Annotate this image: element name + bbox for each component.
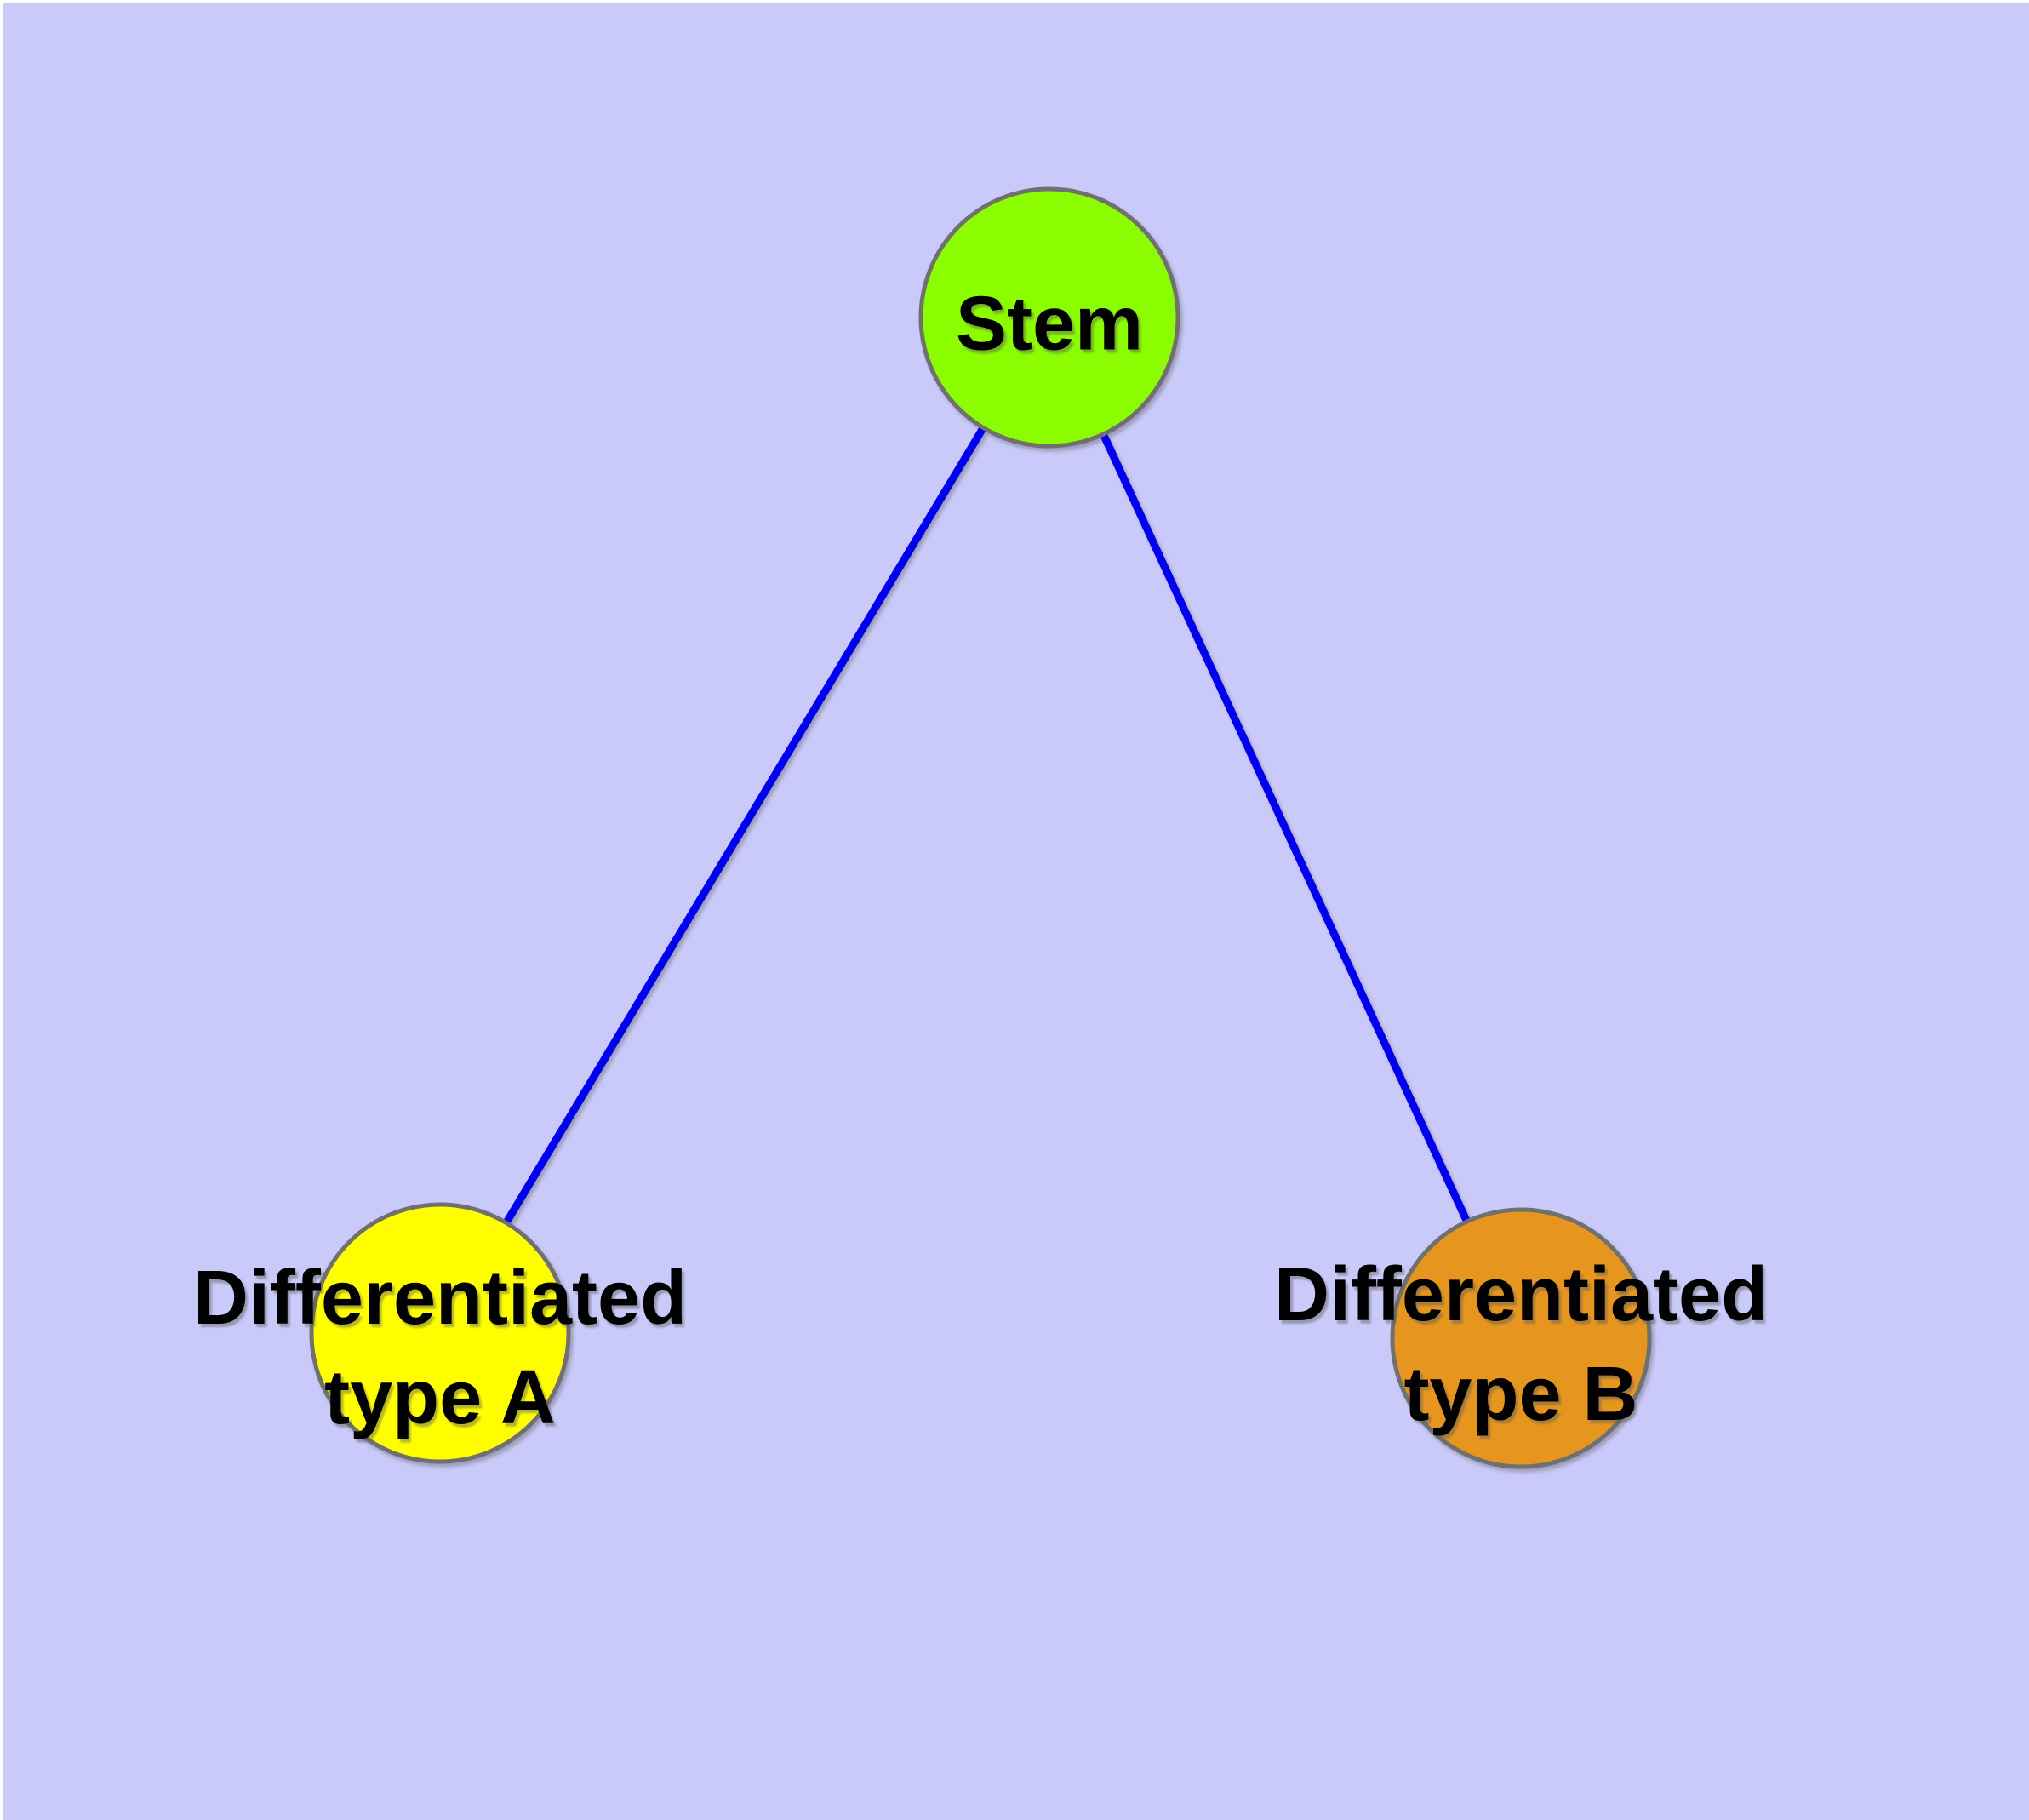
stem-node-label-line: Stem (955, 281, 1144, 367)
differentiated-type-a-label-line1: Differentiated (192, 1256, 688, 1341)
page-edge-highlight-left (0, 0, 3, 1820)
edge-stem-to-type-b (1045, 316, 1525, 1340)
differentiated-type-a-node-circle (309, 1202, 571, 1464)
differentiated-type-a-label-line2: type A (324, 1355, 556, 1440)
differentiated-type-b-node-label: Differentiated type B (1274, 1245, 1768, 1445)
differentiated-type-a-node-label: Differentiated type A (193, 1249, 687, 1448)
stem-node-circle (918, 186, 1180, 449)
edge-stem-to-type-a (437, 315, 1053, 1336)
stem-node-label: Stem (956, 275, 1143, 375)
differentiated-type-b-label-line1: Differentiated (1273, 1252, 1769, 1337)
differentiated-type-b-node-circle (1390, 1207, 1652, 1469)
page-edge-highlight-top (0, 0, 2029, 3)
differentiated-type-b-label-line2: type B (1403, 1352, 1638, 1437)
